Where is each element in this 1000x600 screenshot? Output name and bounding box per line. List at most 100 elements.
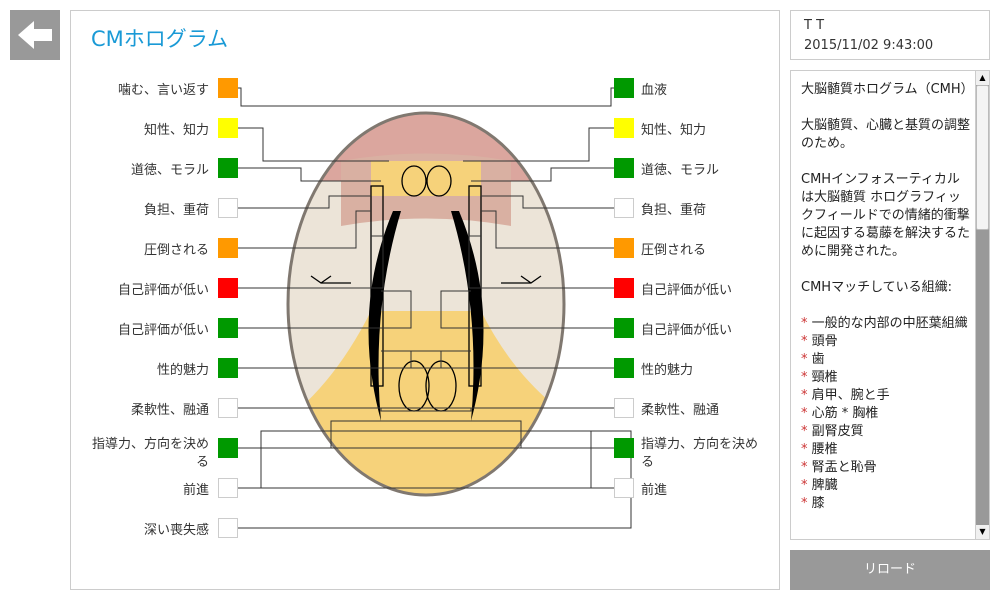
datetime: 2015/11/02 9:43:00 — [804, 38, 934, 53]
tissue-item: * 心筋 * 胸椎 — [801, 405, 971, 423]
bullet-asterisk: * — [801, 370, 812, 385]
tissue-label: 心筋 * 胸椎 — [811, 406, 879, 421]
bullet-asterisk: * — [801, 478, 812, 493]
right-label: 知性、知力 — [641, 123, 707, 138]
status-box-white — [614, 398, 634, 418]
left-label: 性的魅力 — [156, 363, 209, 378]
tissue-list: * 一般的な内部の中胚葉組織* 頭骨* 歯* 頸椎* 肩甲、腕と手* 心筋 * … — [801, 315, 971, 513]
status-box-green — [218, 318, 238, 338]
tissue-label: 一般的な内部の中胚葉組織 — [811, 316, 968, 331]
bullet-asterisk: * — [801, 496, 812, 511]
status-box-orange — [218, 78, 238, 98]
connector-line — [238, 127, 389, 162]
right-label: 自己評価が低い — [641, 323, 733, 338]
left-label: 道徳、モラル — [130, 163, 209, 178]
status-box-orange — [614, 238, 634, 258]
connector-line — [260, 430, 614, 489]
tissue-item: * 頸椎 — [801, 369, 971, 387]
right-label: 血液 — [641, 83, 668, 98]
status-box-green — [218, 158, 238, 178]
connector-line — [471, 167, 614, 182]
status-box-yellow — [218, 118, 238, 138]
tissue-item: * 肩甲、腕と手 — [801, 387, 971, 405]
tissue-item: * 一般的な内部の中胚葉組織 — [801, 315, 971, 333]
right-label: 圧倒される — [641, 243, 707, 258]
left-label: 圧倒される — [143, 243, 209, 258]
status-box-white — [218, 518, 238, 538]
status-box-red — [218, 278, 238, 298]
left-label: 自己評価が低い — [117, 323, 209, 338]
status-box-yellow — [614, 118, 634, 138]
connector-line — [481, 210, 614, 249]
tissue-item: * 歯 — [801, 351, 971, 369]
tissue-label: 腰椎 — [811, 442, 838, 457]
bullet-asterisk: * — [801, 334, 812, 349]
connector-line — [410, 350, 614, 369]
right-label: 道徳、モラル — [641, 163, 720, 178]
connector-line — [468, 235, 614, 289]
status-box-green — [614, 318, 634, 338]
bullet-asterisk: * — [801, 352, 812, 367]
left-label: 指導力、方向を決める — [91, 437, 209, 470]
bullet-asterisk: * — [801, 424, 812, 439]
right-label: 指導力、方向を決める — [641, 437, 759, 470]
tissue-label: 肩甲、腕と手 — [811, 388, 890, 403]
info-title: 大脳髄質ホログラム（CMH） — [801, 82, 974, 97]
tissue-item: * 頭骨 — [801, 333, 971, 351]
scroll-down-icon[interactable]: ▼ — [976, 525, 989, 539]
user-header: T T 2015/11/02 9:43:00 — [790, 10, 990, 60]
status-box-green — [614, 158, 634, 178]
left-label: 前進 — [182, 483, 209, 498]
connector-line — [380, 407, 614, 412]
bullet-asterisk: * — [801, 388, 812, 403]
info-para2: CMHインフォスーティカルは大脳髄質 ホログラフィックフィールドでの情緒的衝撃に… — [801, 172, 971, 259]
tissue-label: 副腎皮質 — [811, 424, 864, 439]
right-label: 前進 — [641, 483, 668, 498]
connector-line — [238, 87, 426, 107]
tissue-label: 脾臓 — [811, 478, 838, 493]
connector-line — [426, 87, 614, 107]
connector-line — [481, 195, 614, 209]
status-box-green — [218, 358, 238, 378]
tissue-item: * 膝 — [801, 495, 971, 513]
info-para3: CMHマッチしている組織: — [801, 280, 953, 295]
page-title: CMホログラム — [91, 27, 229, 51]
tissue-item: * 腰椎 — [801, 441, 971, 459]
tissue-label: 頸椎 — [811, 370, 838, 385]
connector-line — [238, 167, 381, 182]
connector-line — [238, 235, 384, 289]
scroll-up-icon[interactable]: ▲ — [976, 71, 989, 85]
reload-button[interactable]: リロード — [790, 550, 990, 590]
back-button[interactable] — [10, 10, 60, 60]
info-panel: 大脳髄質ホログラム（CMH） 大脳髄質、心臓と基質の調整のため。 CMHインフォ… — [790, 70, 990, 540]
bullet-asterisk: * — [801, 442, 812, 457]
left-label: 自己評価が低い — [117, 283, 209, 298]
left-label: 柔軟性、融通 — [130, 403, 209, 418]
connector-line — [440, 290, 614, 329]
tissue-item: * 副腎皮質 — [801, 423, 971, 441]
left-label: 知性、知力 — [143, 123, 209, 138]
right-label: 自己評価が低い — [641, 283, 733, 298]
bullet-asterisk: * — [801, 406, 812, 421]
connector-line — [238, 210, 371, 249]
info-para1: 大脳髄質、心臓と基質の調整のため。 — [801, 118, 971, 151]
right-label: 柔軟性、融通 — [641, 403, 720, 418]
status-box-green — [614, 358, 634, 378]
bullet-asterisk: * — [801, 316, 812, 331]
status-box-orange — [218, 238, 238, 258]
connector-line — [238, 195, 371, 209]
status-box-white — [614, 478, 634, 498]
right-label: 性的魅力 — [641, 363, 694, 378]
bullet-asterisk: * — [801, 460, 812, 475]
tissue-item: * 脾臓 — [801, 477, 971, 495]
tissue-label: 腎盂と恥骨 — [811, 460, 877, 475]
scrollbar[interactable]: ▲ ▼ — [975, 71, 989, 539]
connector-line — [238, 290, 412, 329]
connector-line — [330, 420, 614, 449]
scroll-thumb[interactable] — [976, 85, 989, 230]
status-box-white — [614, 198, 634, 218]
status-box-green — [614, 438, 634, 458]
tissue-label: 歯 — [811, 352, 825, 367]
status-box-green — [614, 78, 634, 98]
tissue-item: * 腎盂と恥骨 — [801, 459, 971, 477]
